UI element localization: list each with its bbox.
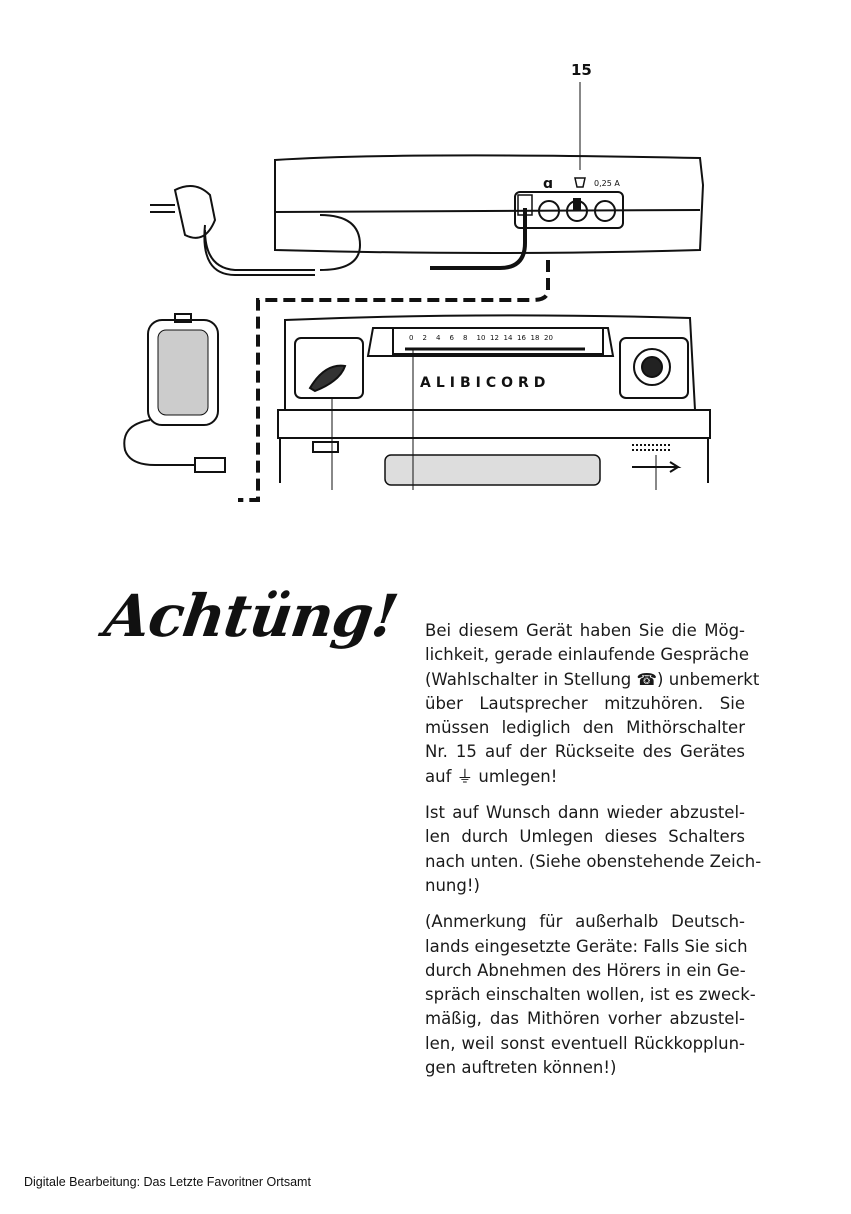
paragraph: Ist auf Wunsch dann wieder abzustel-len …	[425, 801, 762, 898]
fuse-label: 0,25 A	[594, 179, 620, 188]
scale-tick-label: 0	[409, 334, 413, 342]
scale-tick-label: 2	[423, 334, 427, 342]
fuse-holder	[594, 200, 616, 222]
power-plug	[150, 185, 362, 276]
foot-switch	[123, 313, 226, 473]
speaker-symbol-icon	[574, 177, 586, 188]
text-line: auf ⏚ umlegen!	[425, 766, 558, 786]
volume-knob-panel	[619, 337, 689, 399]
microphone-symbol-icon: ɑ	[543, 176, 553, 192]
text-line: len durch Umlegen dieses Schalters	[425, 827, 745, 847]
scale-tick-label: 16	[517, 334, 526, 342]
paragraph: (Anmerkung für außerhalb Deutsch-lands e…	[425, 910, 756, 1080]
text-line: über Lautsprecher mitzuhören. Sie	[425, 693, 745, 713]
volume-knob	[641, 356, 663, 378]
text-line: durch Abnehmen des Hörers in ein Ge-	[425, 960, 746, 980]
speaker-grille	[384, 454, 601, 486]
text-line: Ist auf Wunsch dann wieder abzustel-	[425, 803, 745, 823]
text-line: müssen lediglich den Mithörschalter	[425, 718, 745, 738]
connection-cable	[430, 208, 527, 270]
tape-counter-window	[392, 327, 604, 355]
foot-switch-cable	[238, 260, 550, 502]
scale-tick-label: 14	[504, 334, 513, 342]
text-line: nung!)	[425, 875, 480, 895]
paragraph: Bei diesem Gerät haben Sie die Mög-lichk…	[425, 619, 760, 789]
text-line: lichkeit, gerade einlaufende Gespräche	[425, 645, 749, 665]
text-line: len, weil sonst eventuell Rückkopplun-	[425, 1033, 745, 1053]
callout-number: 15	[571, 61, 592, 79]
scale-tick-label: 4	[436, 334, 441, 342]
socket	[538, 200, 560, 222]
text-line: mäßig, das Mithören vorher abzustel-	[425, 1009, 745, 1029]
scale-tick-label: 6	[450, 334, 455, 342]
scale-tick-label: 18	[531, 334, 540, 342]
text-line: lands eingesetzte Geräte: Falls Sie sich	[425, 936, 748, 956]
scale-tick-label: 8	[463, 334, 467, 342]
text-line: spräch einschalten wollen, ist es zweck-	[425, 985, 756, 1005]
text-line: nach unten. (Siehe obenstehende Zeich-	[425, 851, 762, 871]
scale-tick-label: 12	[490, 334, 499, 342]
device-diagram: 15 ɑ 0,25 A	[123, 61, 711, 502]
heading-achtung: Achtüng!	[100, 582, 402, 650]
footer-credit: Digitale Bearbeitung: Das Letzte Favorit…	[24, 1175, 311, 1189]
text-line: gen auftreten können!)	[425, 1058, 617, 1078]
scale-tick-label: 20	[544, 334, 553, 342]
brand-label: ALIBICORD	[420, 375, 550, 391]
selector-switch-panel	[294, 337, 364, 399]
text-line: (Wahlschalter in Stellung ☎) unbemerkt	[425, 669, 760, 689]
body-text: Bei diesem Gerät haben Sie die Mög-lichk…	[425, 619, 762, 1092]
text-line: (Anmerkung für außerhalb Deutsch-	[425, 912, 745, 932]
scale-tick-label: 10	[477, 334, 486, 342]
text-line: Bei diesem Gerät haben Sie die Mög-	[425, 621, 745, 640]
connector-panel	[514, 191, 624, 229]
arrow-right-icon	[632, 461, 682, 473]
text-line: Nr. 15 auf der Rückseite des Gerätes	[425, 742, 745, 762]
selector-knob	[308, 364, 347, 393]
rear-unit: ɑ 0,25 A	[274, 154, 705, 254]
